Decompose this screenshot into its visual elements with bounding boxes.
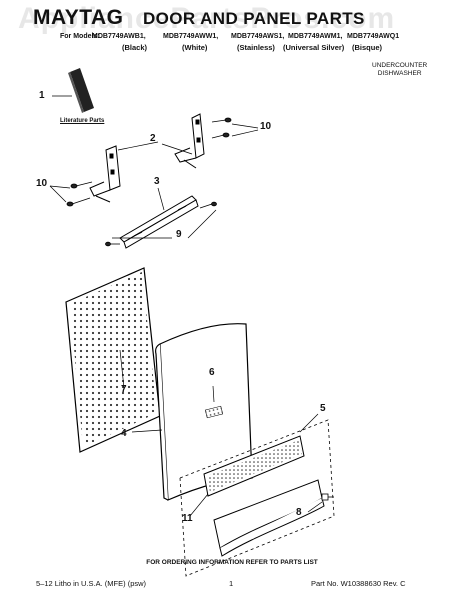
callout-number: 7 bbox=[121, 384, 127, 395]
appliance-type-note: UNDERCOUNTER DISHWASHER bbox=[372, 62, 427, 78]
door-badge bbox=[204, 405, 224, 419]
leader-line bbox=[231, 123, 259, 129]
brand-logo: MAYTAG bbox=[33, 6, 124, 29]
callout-number: 3 bbox=[154, 176, 160, 187]
part-number: Part No. W10388630 Rev. C bbox=[311, 579, 406, 588]
callout-number: 2 bbox=[150, 133, 156, 144]
ordering-note: FOR ORDERING INFORMATION REFER TO PARTS … bbox=[146, 559, 318, 566]
leader-line bbox=[157, 187, 165, 211]
callout-number: 11 bbox=[182, 513, 193, 524]
model-color: (Stainless) bbox=[237, 43, 275, 52]
callout-number: 9 bbox=[176, 229, 182, 240]
leader-line bbox=[212, 385, 215, 403]
watermark: AppliancePartsPros.com bbox=[18, 2, 396, 35]
hinge-screw bbox=[211, 117, 232, 139]
callout-number: 10 bbox=[260, 121, 272, 132]
door-rail bbox=[119, 195, 199, 249]
note-line: DISHWASHER bbox=[377, 70, 422, 77]
toe-panel bbox=[213, 479, 325, 557]
left-door-hinge bbox=[89, 145, 121, 203]
leader-line bbox=[131, 429, 163, 433]
right-door-hinge bbox=[174, 113, 205, 169]
note-line: UNDERCOUNTER bbox=[372, 62, 428, 69]
leader-line bbox=[299, 413, 319, 433]
literature-parts-label: Literature Parts bbox=[60, 118, 105, 124]
inner-door-panel bbox=[65, 267, 161, 453]
model-number: MDB7749AWB1, bbox=[92, 33, 146, 40]
callout-number: 8 bbox=[296, 507, 302, 518]
page-number: 1 bbox=[229, 579, 234, 588]
page-title: DOOR AND PANEL PARTS bbox=[143, 9, 365, 28]
callout-number: 5 bbox=[320, 403, 326, 414]
literature-booklet bbox=[68, 68, 94, 113]
leader-line bbox=[49, 185, 67, 203]
leader-line bbox=[187, 209, 217, 239]
leader-line bbox=[307, 501, 323, 513]
leader-line bbox=[49, 185, 71, 189]
control-panel-insert bbox=[203, 435, 305, 497]
model-number: MDB7749AWS1, bbox=[231, 33, 285, 40]
callout-number: 10 bbox=[36, 178, 48, 189]
model-number: MDB7749AWM1, bbox=[288, 33, 343, 40]
leader-line bbox=[119, 349, 125, 389]
model-color: (White) bbox=[182, 43, 208, 52]
model-number: MDB7749AWW1, bbox=[163, 33, 219, 40]
leader-line bbox=[117, 141, 159, 151]
rail-screw bbox=[105, 201, 217, 247]
panel-screw bbox=[321, 493, 334, 501]
model-color: (Universal Silver) bbox=[283, 43, 345, 52]
models-label: For Models: bbox=[60, 33, 100, 40]
leader-line bbox=[189, 493, 209, 517]
model-color: (Black) bbox=[122, 43, 148, 52]
leader-line bbox=[231, 129, 259, 137]
hinge-screw bbox=[66, 181, 93, 207]
callout-number: 1 bbox=[39, 90, 45, 101]
model-color: (Bisque) bbox=[352, 43, 382, 52]
callout-number: 4 bbox=[121, 428, 127, 439]
model-number: MDB7749AWQ1 bbox=[347, 33, 400, 40]
callout-number: 6 bbox=[209, 367, 215, 378]
print-info: 5–12 Litho in U.S.A. (MFE) (psw) bbox=[36, 579, 147, 588]
leader-line bbox=[161, 143, 193, 155]
